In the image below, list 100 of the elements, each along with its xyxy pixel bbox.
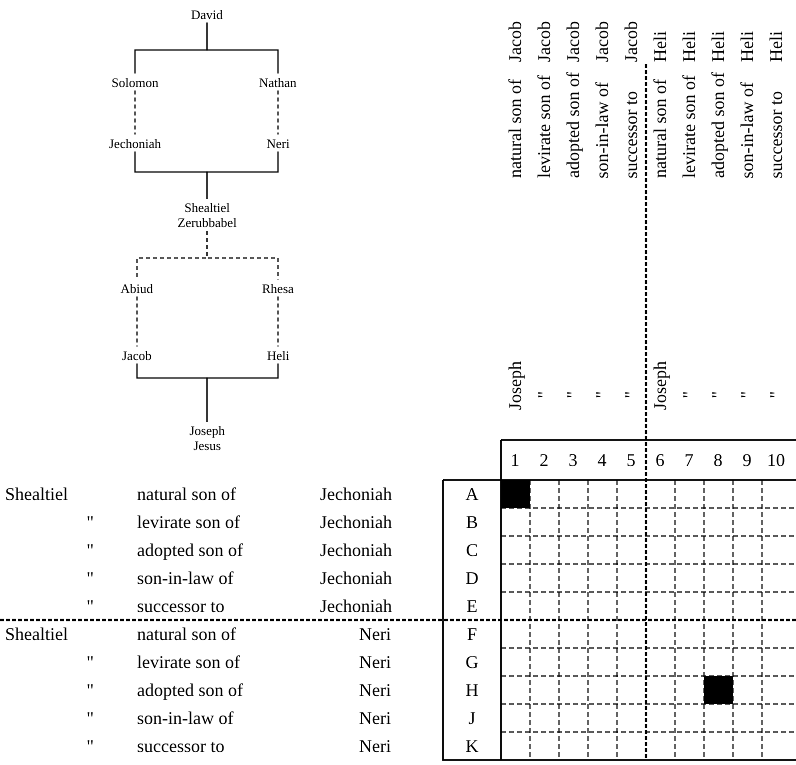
person-name: Heli: [267, 348, 290, 362]
column-number: 8: [714, 449, 722, 471]
person-name: Jacob: [504, 21, 526, 62]
person-name: Joseph: [649, 361, 671, 410]
relation-text: successor to: [137, 735, 224, 757]
person-name: Jechoniah: [320, 511, 392, 533]
ditto-mark: ": [86, 679, 94, 701]
relation-text: son-in-law of: [137, 567, 234, 589]
row-letter: K: [466, 735, 478, 757]
relation-text: adopted son of: [137, 539, 243, 561]
relation-text: son-in-law of: [137, 707, 234, 729]
relation-text: successor to: [137, 595, 224, 617]
ditto-mark: ": [678, 391, 700, 398]
row-letter: J: [468, 707, 476, 729]
row-letter: B: [466, 511, 478, 533]
connector-line: [277, 296, 279, 346]
ditto-mark: ": [562, 391, 584, 398]
person-name: Joseph: [190, 423, 225, 438]
relation-text: son-in-law of: [591, 82, 613, 178]
column-number: 3: [568, 449, 578, 471]
relation-text: levirate son of: [137, 651, 240, 673]
person-name: Jechoniah: [320, 595, 392, 617]
ditto-mark: ": [86, 567, 94, 589]
relation-text: successor to: [620, 91, 642, 178]
column-number: 7: [684, 449, 694, 471]
row-letter: F: [467, 623, 478, 645]
ditto-mark: ": [86, 651, 94, 673]
person-name: Jacob: [620, 21, 642, 62]
relation-text: adopted son of: [562, 72, 584, 178]
relation-text: natural son of: [137, 483, 236, 505]
person-name: Jechoniah: [320, 539, 392, 561]
person-name: Heli: [707, 31, 729, 62]
person-name: Shealtiel: [5, 483, 68, 505]
relation-text: adopted son of: [137, 679, 243, 701]
ditto-mark: ": [707, 391, 729, 398]
column-number: 6: [656, 449, 664, 471]
column-number: 4: [598, 449, 606, 471]
column-number: 1: [510, 449, 520, 471]
person-name: Neri: [359, 651, 391, 673]
column-number: 10: [767, 449, 785, 471]
ditto-mark: ": [620, 391, 642, 398]
person-name: Jechoniah: [320, 567, 392, 589]
connector-line: [136, 296, 138, 346]
person-name: Jechoniah: [109, 136, 161, 150]
person-name: Neri: [359, 707, 391, 729]
person-name: Shealtiel: [184, 200, 230, 215]
relation-text: levirate son of: [678, 75, 700, 178]
person-name: Jechoniah: [320, 483, 392, 505]
row-letter: D: [466, 567, 478, 589]
person-name: Neri: [359, 623, 391, 645]
row-letter: C: [466, 539, 478, 561]
connector-line: [277, 90, 279, 134]
connector-line: [206, 231, 279, 280]
ditto-mark: ": [86, 735, 94, 757]
row-letter: E: [466, 595, 478, 617]
relation-text: son-in-law of: [736, 82, 758, 178]
person-name: Joseph: [504, 361, 526, 410]
ditto-mark: ": [86, 511, 94, 533]
row-letter: H: [466, 679, 478, 701]
connector-line: [134, 90, 136, 134]
connector-line: [206, 152, 279, 199]
connector-line: [206, 364, 279, 422]
person-name: Heli: [765, 31, 787, 62]
ditto-mark: ": [591, 391, 613, 398]
relation-text: natural son of: [137, 623, 236, 645]
relation-text: adopted son of: [707, 72, 729, 178]
person-name: David: [191, 6, 223, 22]
person-name: Abiud: [120, 280, 153, 296]
relation-text: levirate son of: [533, 75, 555, 178]
person-name: Heli: [678, 31, 700, 62]
person-name: Nathan: [259, 74, 297, 90]
person-name: Neri: [359, 679, 391, 701]
ditto-mark: ": [765, 391, 787, 398]
person-name: Neri: [359, 735, 391, 757]
relation-text: natural son of: [504, 79, 526, 178]
row-letter: A: [466, 483, 478, 505]
column-number: 9: [742, 449, 752, 471]
connector-line: [206, 22, 279, 74]
ditto-mark: ": [86, 707, 94, 729]
person-name: Shealtiel: [5, 623, 68, 645]
person-name: Solomon: [112, 74, 158, 90]
person-name: Jacob: [562, 21, 584, 62]
relation-text: natural son of: [649, 79, 671, 178]
column-number: 2: [540, 449, 548, 471]
person-name: Jacob: [122, 348, 152, 362]
column-number: 5: [626, 449, 636, 471]
person-name: Zerubbabel: [178, 215, 237, 230]
relation-text: successor to: [765, 91, 787, 178]
person-name: Heli: [649, 31, 671, 62]
person-name: Neri: [266, 136, 290, 150]
ditto-mark: ": [86, 595, 94, 617]
person-name: Heli: [736, 31, 758, 62]
ditto-mark: ": [736, 391, 758, 398]
relation-text: levirate son of: [137, 511, 240, 533]
person-name: Jesus: [193, 438, 221, 453]
ditto-mark: ": [86, 539, 94, 561]
person-name: Rhesa: [262, 280, 294, 296]
row-letter: G: [466, 651, 478, 673]
person-name: Jacob: [591, 21, 613, 62]
ditto-mark: ": [533, 391, 555, 398]
